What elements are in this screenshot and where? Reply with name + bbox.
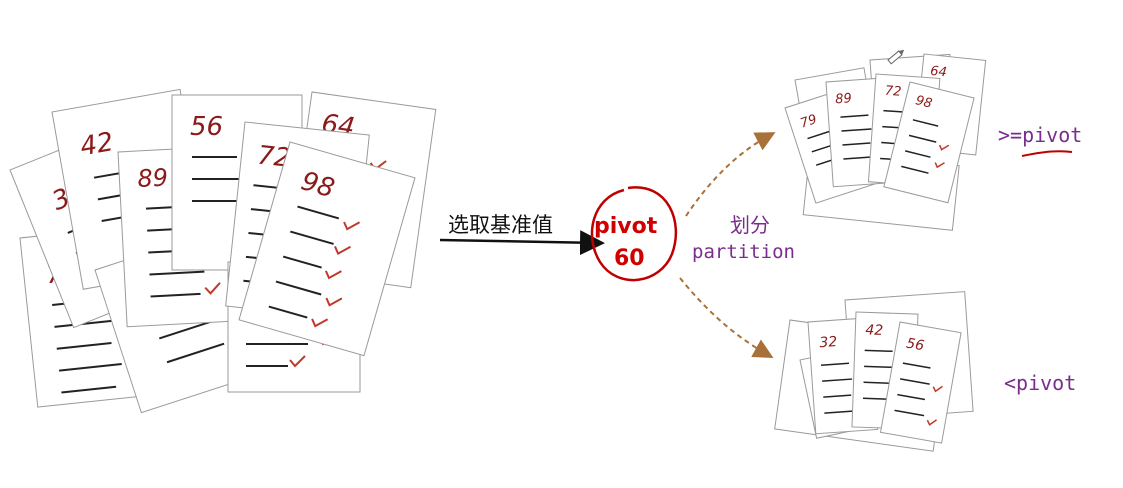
left-paper-pile: 79 32 42 bbox=[9, 88, 437, 414]
score-98-upper: 98 bbox=[914, 93, 934, 112]
score-64-upper: 64 bbox=[929, 64, 947, 81]
upper-paper-pile: 64 79 89 72 98 bbox=[784, 49, 987, 231]
score-79-upper: 79 bbox=[799, 112, 819, 131]
pivot-circle bbox=[590, 186, 678, 282]
lower-group-label: <pivot bbox=[1004, 371, 1076, 395]
pivot-word: pivot bbox=[594, 214, 658, 239]
select-pivot-label: 选取基准值 bbox=[448, 213, 553, 237]
score-42: 42 bbox=[78, 127, 116, 162]
score-89-upper: 89 bbox=[835, 91, 853, 107]
score-32-lower: 32 bbox=[819, 334, 838, 351]
paper-98-upper: 98 bbox=[883, 81, 975, 204]
lower-paper-pile: 32 42 56 bbox=[774, 291, 974, 452]
partition-en-label: partition bbox=[692, 241, 795, 263]
upper-group-label: >=pivot bbox=[998, 123, 1082, 147]
score-56-lower: 56 bbox=[905, 336, 925, 355]
score-56: 56 bbox=[190, 112, 223, 142]
upper-label-underline bbox=[1021, 150, 1073, 157]
pivot-value: 60 bbox=[614, 246, 645, 271]
score-42-lower: 42 bbox=[865, 322, 883, 339]
pencil-icon bbox=[887, 49, 905, 65]
paper-98: 98 bbox=[238, 141, 416, 357]
score-72-upper: 72 bbox=[884, 84, 902, 100]
select-arrow bbox=[439, 230, 605, 256]
partition-cn-label: 划分 bbox=[730, 213, 770, 237]
upper-partition-arrow bbox=[685, 132, 776, 217]
score-89: 89 bbox=[137, 163, 169, 193]
lower-partition-arrow bbox=[679, 277, 774, 358]
paper-56-lower: 56 bbox=[879, 321, 962, 444]
